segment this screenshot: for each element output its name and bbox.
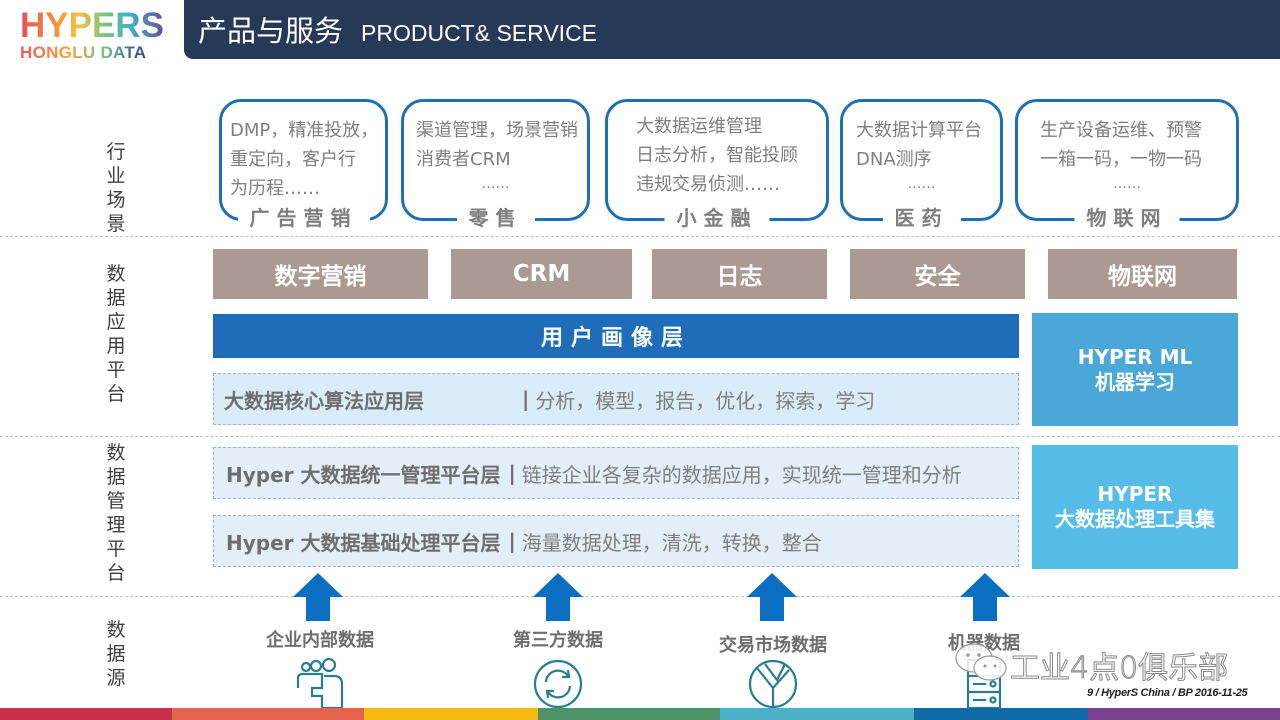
scenario-title: 物联网 [1074,206,1180,230]
section-divider [0,436,1280,437]
up-arrow-icon [293,573,343,621]
section-divider [0,596,1280,597]
section-label-text: 数据应用平台 [106,263,126,405]
logo-honglu-data: HONGLU DATA [20,44,165,62]
user-portrait-layer: 用户画像层 [213,314,1019,358]
basic-processing-layer: Hyper 大数据基础处理平台层 | 海量数据处理，清洗，转换，整合 [213,515,1019,567]
scenario-line: DNA测序 [856,149,932,170]
app-tile-logs: 日志 [652,249,827,299]
section-label-text: 数据管理平台 [106,442,126,584]
section-label-sources: 数据源 [96,618,136,690]
scenario-card-advertising: DMP，精准投放， 重定向，客户行 为历程…… 广告营销 [219,99,388,230]
scenario-description: 大数据运维管理 日志分析，智能投顾 违规交易侦测…… [636,112,822,199]
hyper-toolkit-box: HYPER 大数据处理工具集 [1032,445,1238,569]
scenario-card-iot: 生产设备运维、预警 一箱一码，一物一码 …… 物联网 [1015,99,1239,230]
scenario-title: 医药 [882,206,961,230]
scenario-line: 渠道管理，场景营销 [416,120,578,141]
scenario-title: 零售 [456,206,535,230]
slide-footer: 9 / HyperS China / BP 2016-11-25 [1087,687,1248,699]
unified-management-layer: Hyper 大数据统一管理平台层 | 链接企业各复杂的数据应用，实现统一管理和分… [213,447,1019,499]
app-tile-digital-marketing: 数字营销 [213,249,428,299]
scenario-line: 大数据计算平台 [856,120,982,141]
header-bar [184,0,1280,59]
scenario-description: DMP，精准投放， 重定向，客户行 为历程…… [230,116,381,203]
side-box-line1: HYPER [1097,482,1173,506]
stripe-segment [1088,708,1280,720]
scenario-card-medical: 大数据计算平台 DNA测序 …… 医药 [840,99,1003,230]
wechat-icon [955,643,1007,681]
layer-description: 分析，模型，报告，优化，探索，学习 [535,388,876,413]
watermark-text: 工业4点0俱乐部 [1009,651,1229,687]
refresh-icon [533,659,583,709]
scenario-ellipsis: …… [907,176,936,192]
hypers-logo: HYPERS HONGLU DATA [20,8,165,63]
scenario-line: 大数据运维管理 [636,116,762,137]
core-algorithm-layer: 大数据核心算法应用层 | 分析，模型，报告，优化，探索，学习 [213,373,1019,425]
scenario-card-finance: 大数据运维管理 日志分析，智能投顾 违规交易侦测…… 小金融 [605,99,829,230]
layer-description: 海量数据处理，清洗，转换，整合 [521,530,822,555]
scenario-description: 生产设备运维、预警 一箱一码，一物一码 [1040,116,1232,174]
app-tile-security: 安全 [850,249,1025,299]
side-box-line1: HYPER ML [1077,344,1193,369]
layer-separator: | [508,461,516,485]
source-label-enterprise: 企业内部数据 [266,630,374,651]
stripe-segment [914,708,1088,720]
up-arrow-icon [747,573,797,621]
scenario-line: 日志分析，智能投顾 [636,145,798,166]
layer-title: Hyper 大数据统一管理平台层 [226,462,501,487]
stripe-segment [0,708,172,720]
server-icon [966,658,1002,710]
stripe-segment [364,708,538,720]
scenario-line: 一箱一码，一物一码 [1040,149,1202,170]
scenario-title: 广告营销 [237,206,370,230]
hyper-ml-box: HYPER ML 机器学习 [1032,313,1238,426]
scenario-line: 生产设备运维、预警 [1040,120,1202,141]
page-title-cn: 产品与服务 [198,14,344,48]
layer-title: 大数据核心算法应用层 [224,388,424,413]
section-label-text: 行业场景 [106,141,126,235]
scenario-line: 重定向，客户行 [230,149,356,170]
scenario-line: 违规交易侦测…… [636,174,780,195]
layer-title: Hyper 大数据基础处理平台层 [226,530,501,555]
stripe-segment [172,708,364,720]
page-title-en: PRODUCT& SERVICE [361,20,598,46]
section-label-mgmt-platform: 数据管理平台 [96,441,136,585]
scenario-line: 消费者CRM [416,149,511,170]
logo-hypers: HYPERS [20,6,164,45]
section-divider [0,236,1280,237]
section-label-text: 数据源 [106,619,126,689]
scenario-ellipsis: …… [481,176,510,192]
scenario-line: 为历程…… [230,178,320,199]
section-label-app-platform: 数据应用平台 [96,262,136,406]
side-box-line2: 机器学习 [1095,369,1175,394]
layer-description: 链接企业各复杂的数据应用，实现统一管理和分析 [521,462,962,487]
scenario-ellipsis: …… [1113,176,1141,192]
up-arrow-icon [960,573,1010,621]
scenario-line: DMP，精准投放， [230,120,379,141]
up-arrow-icon [533,573,583,621]
page-title: 产品与服务 PRODUCT& SERVICE [198,14,597,50]
scenario-description: 渠道管理，场景营销 消费者CRM [416,116,583,174]
layer-separator: | [508,529,516,553]
stripe-segment [538,708,720,720]
side-box-line2: 大数据处理工具集 [1055,507,1215,531]
section-label-scenarios: 行业场景 [96,140,136,236]
app-tile-iot: 物联网 [1048,249,1237,299]
source-label-third-party: 第三方数据 [513,630,603,651]
pie-chart-icon [748,659,798,709]
scenario-title: 小金融 [664,206,770,230]
layer-separator: | [522,387,530,411]
users-icon [296,658,344,710]
source-label-market: 交易市场数据 [719,635,827,656]
scenario-description: 大数据计算平台 DNA测序 [856,116,996,174]
app-tile-crm: CRM [451,249,632,299]
stripe-segment [720,708,914,720]
scenario-card-retail: 渠道管理，场景营销 消费者CRM …… 零售 [401,99,590,230]
